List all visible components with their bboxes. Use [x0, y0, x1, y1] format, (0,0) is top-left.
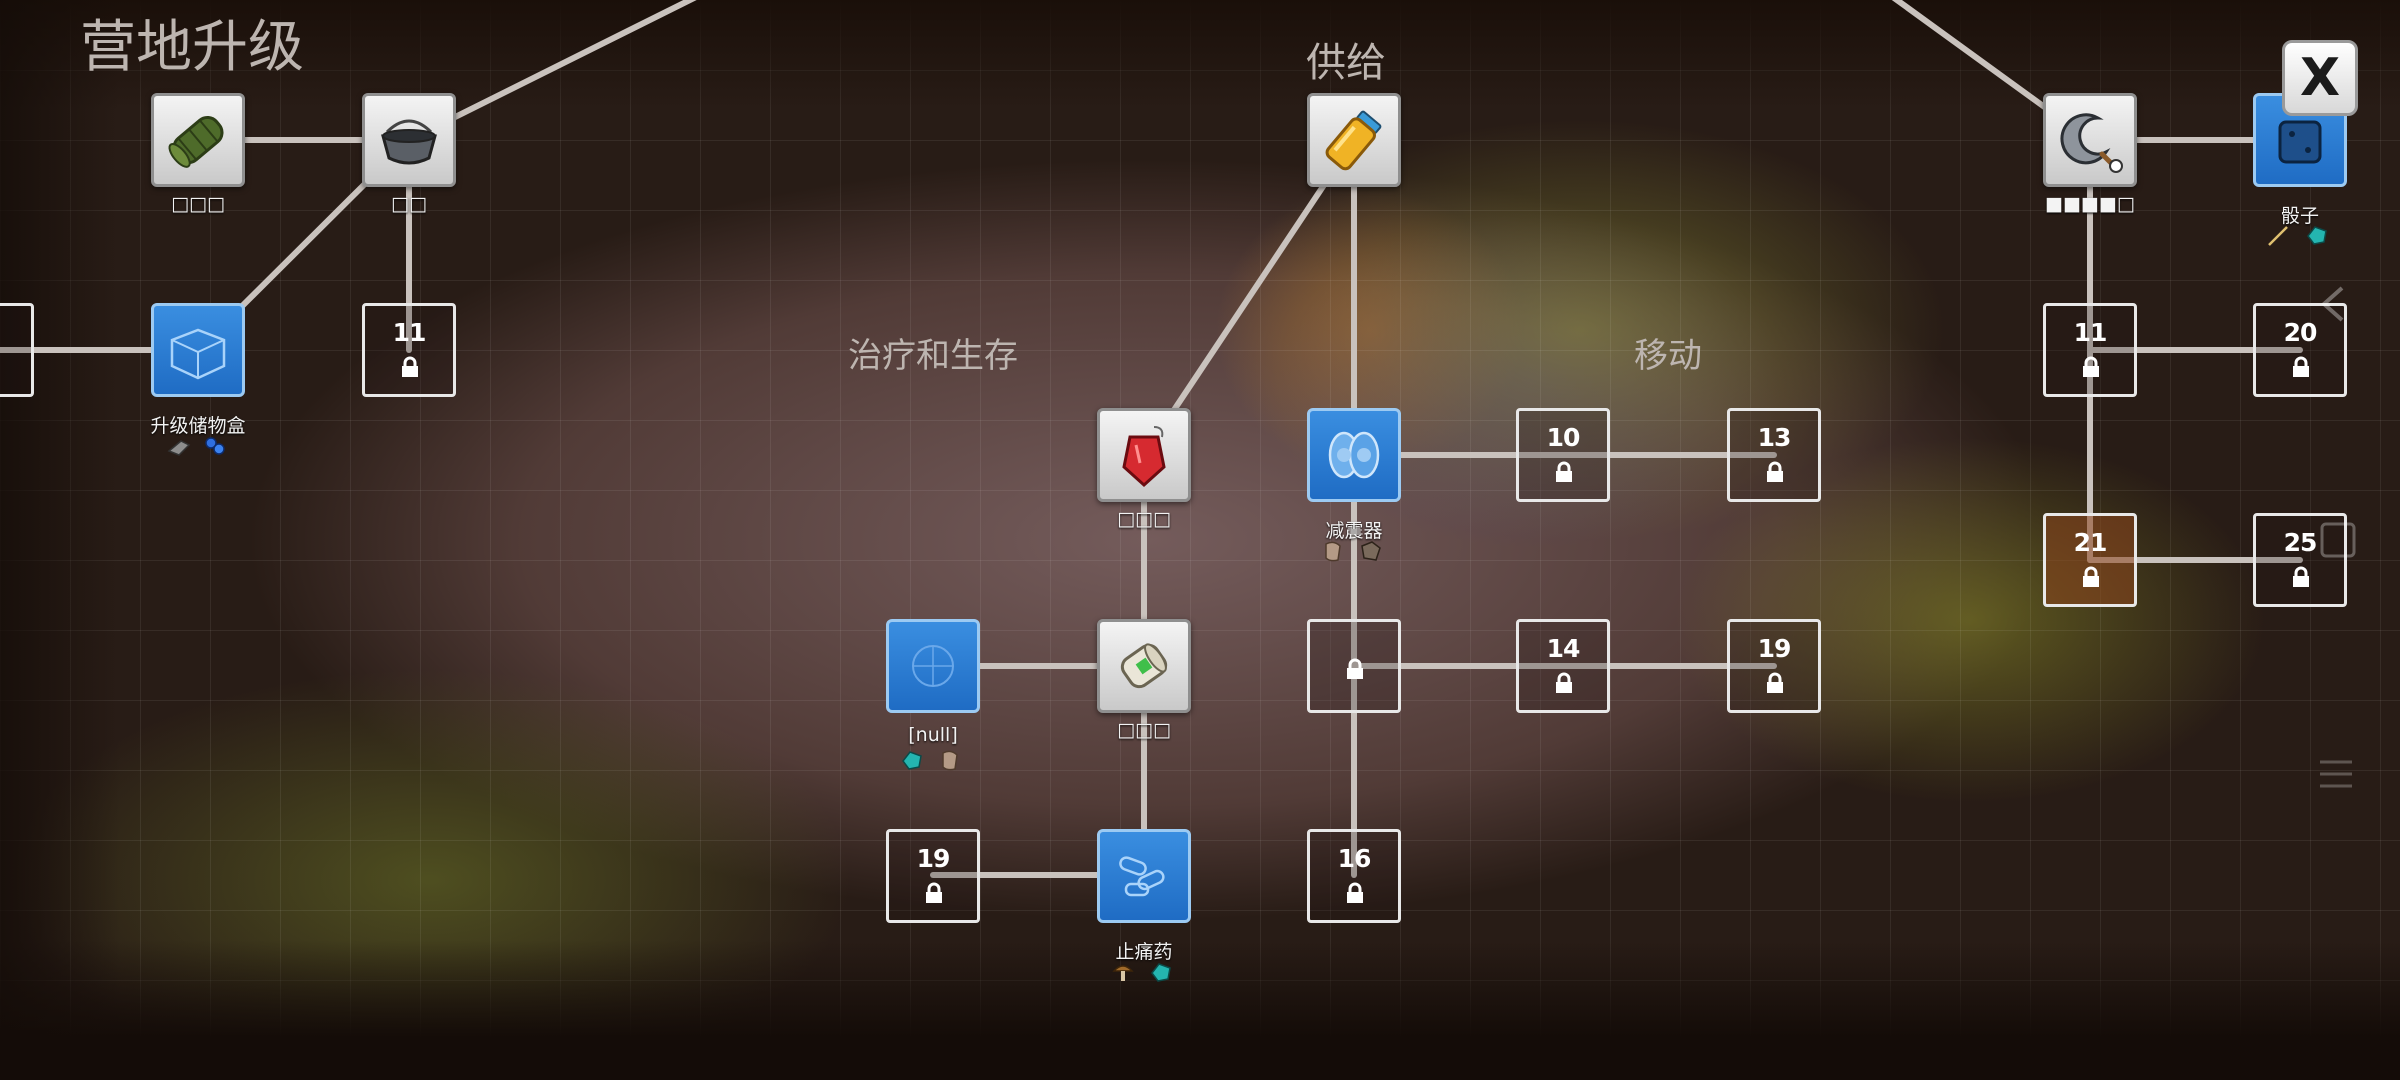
- blue-gem-material-icon: [205, 437, 225, 455]
- level-10-locked-node[interactable]: 10: [1516, 408, 1610, 502]
- teal-crystal-material-icon: [902, 751, 922, 770]
- shock-absorber-label: 减震器: [1325, 520, 1383, 542]
- level-requirement: 13: [1757, 423, 1792, 452]
- dice-label: 骰子: [2280, 205, 2320, 227]
- level-25-locked-node[interactable]: 25: [2253, 513, 2347, 607]
- locked-node-no-level[interactable]: [1307, 619, 1401, 713]
- dice-blueprint-node[interactable]: [2253, 93, 2347, 187]
- blueprint-placeholder-icon: [912, 645, 954, 687]
- cooking-pot-node[interactable]: [362, 93, 456, 187]
- left-vignette: [0, 0, 120, 1080]
- blood-bag-label: □□□: [1117, 508, 1171, 530]
- lock-icon: [2083, 566, 2099, 587]
- mushroom-material-icon: [1112, 965, 1134, 981]
- level-requirement: 14: [1546, 634, 1581, 663]
- sleeping-bag-icon: [168, 115, 224, 168]
- collapse-panel-chevron-icon[interactable]: [2318, 284, 2348, 324]
- level-11-locked-node-camp[interactable]: 11: [362, 303, 456, 397]
- lock-icon: [926, 882, 942, 903]
- square-outline-icon[interactable]: [2318, 520, 2358, 560]
- level-requirement: 25: [2283, 528, 2318, 557]
- lock-icon: [1347, 882, 1363, 903]
- lock-icon: [1767, 672, 1783, 693]
- scrap-metal-material-icon: [167, 440, 191, 456]
- section-title-healing: 治疗和生存: [848, 336, 1018, 376]
- fabric-material-icon: [942, 750, 958, 771]
- storage-box-label: 升级储物盒: [150, 415, 246, 437]
- storage-box-icon: [170, 328, 226, 380]
- lock-icon: [2293, 566, 2309, 587]
- close-button[interactable]: X: [2282, 40, 2358, 116]
- level-21-locked-node[interactable]: 21: [2043, 513, 2137, 607]
- lock-icon: [1767, 461, 1783, 482]
- bandage-label: □□□: [1117, 719, 1171, 741]
- shock-absorber-blueprint-node[interactable]: [1307, 408, 1401, 502]
- bandage-icon: [1120, 643, 1168, 689]
- level-requirement: 19: [916, 844, 951, 873]
- menu-lines-icon[interactable]: [2316, 754, 2356, 794]
- level-requirement: 20: [2283, 318, 2318, 347]
- level-14-locked-node[interactable]: 14: [1516, 619, 1610, 713]
- level-requirement: 11: [392, 318, 427, 347]
- lock-icon: [402, 356, 418, 377]
- pills-icon: [1119, 856, 1165, 897]
- storage-box-blueprint-node[interactable]: [151, 303, 245, 397]
- level-16-locked-node[interactable]: 16: [1307, 829, 1401, 923]
- blueprint-null-node[interactable]: [886, 619, 980, 713]
- knee-pad-icon: [1328, 431, 1380, 479]
- level-11-locked-node-right[interactable]: 11: [2043, 303, 2137, 397]
- blueprint-null-label: [null]: [908, 724, 958, 746]
- cooking-pot-icon: [381, 119, 437, 165]
- needle-material-icon: [2268, 226, 2288, 246]
- level-requirement: 19: [1757, 634, 1792, 663]
- level-19-locked-node-movement[interactable]: 19: [1727, 619, 1821, 713]
- bandage-node[interactable]: [1097, 619, 1191, 713]
- dice-icon: [2278, 120, 2322, 164]
- teal-crystal-material-icon: [1151, 963, 1171, 982]
- level-requirement: 21: [2073, 528, 2108, 557]
- level-requirement: 2: [0, 318, 31, 347]
- top-vignette: [0, 0, 2400, 110]
- screen-title: 营地升级: [80, 15, 304, 80]
- fabric-material-icon: [1325, 541, 1341, 562]
- lock-icon: [1556, 461, 1572, 482]
- level-requirement: 11: [2073, 318, 2108, 347]
- blood-bag-icon: [1122, 426, 1166, 488]
- sickle-node[interactable]: [2043, 93, 2137, 187]
- lock-icon: [2083, 356, 2099, 377]
- painkillers-label: 止痛药: [1115, 941, 1173, 963]
- blood-bag-node[interactable]: [1097, 408, 1191, 502]
- sleeping-bag-node[interactable]: [151, 93, 245, 187]
- jar-icon: [1325, 110, 1382, 171]
- level-requirement: 10: [1546, 423, 1581, 452]
- lock-icon: [2293, 356, 2309, 377]
- level-locked-node-edge-left[interactable]: 2: [0, 303, 34, 397]
- sleeping-bag-label: □□□: [171, 193, 225, 215]
- lock-icon: [1347, 658, 1363, 679]
- lock-icon: [1556, 672, 1572, 693]
- cooking-pot-label: □□: [391, 193, 427, 215]
- sickle-icon: [2060, 113, 2123, 173]
- painkillers-blueprint-node[interactable]: [1097, 829, 1191, 923]
- level-requirement: 16: [1337, 844, 1372, 873]
- teal-crystal-material-icon: [2307, 226, 2327, 245]
- bottom-vignette: [0, 940, 2400, 1080]
- supply-jar-node[interactable]: [1307, 93, 1401, 187]
- level-20-locked-node[interactable]: 20: [2253, 303, 2347, 397]
- section-title-movement: 移动: [1634, 336, 1702, 376]
- level-19-locked-node-healing[interactable]: 19: [886, 829, 980, 923]
- level-13-locked-node[interactable]: 13: [1727, 408, 1821, 502]
- sickle-label: ■■■■□: [2045, 193, 2135, 215]
- section-title-supply: 供给: [1306, 40, 1386, 86]
- leather-material-icon: [1361, 541, 1381, 561]
